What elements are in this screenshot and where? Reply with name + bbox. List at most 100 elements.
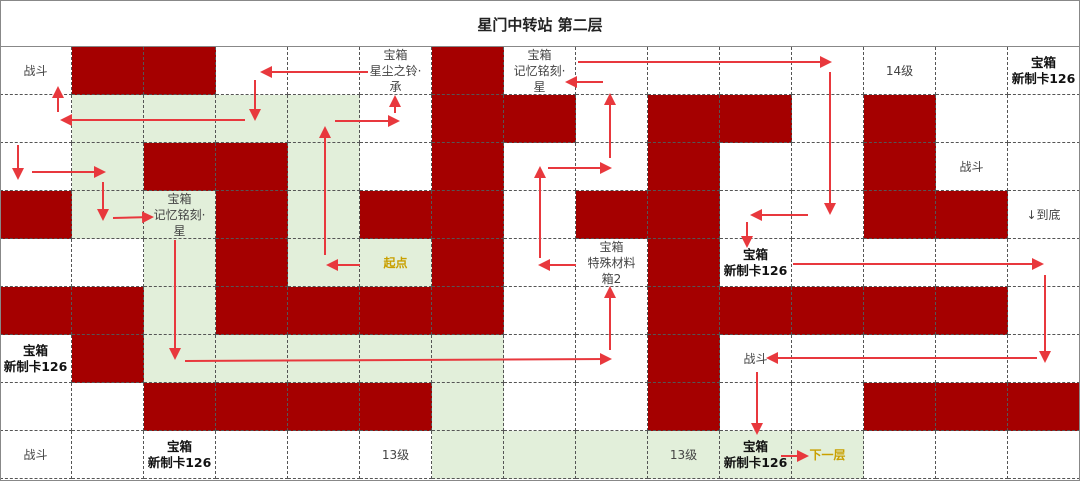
empty-cell bbox=[1008, 143, 1080, 191]
path-cell bbox=[72, 143, 144, 191]
path-cell bbox=[216, 335, 288, 383]
wall-cell bbox=[360, 191, 432, 239]
empty-cell bbox=[648, 47, 720, 95]
wall-cell bbox=[72, 287, 144, 335]
empty-cell bbox=[504, 287, 576, 335]
cell-label: 宝箱 bbox=[742, 246, 768, 262]
cell-label: ↓到底 bbox=[1026, 207, 1061, 222]
wall-cell bbox=[72, 47, 144, 95]
cell-label: 星 bbox=[173, 223, 186, 238]
path-cell bbox=[432, 383, 504, 431]
labeled-cell: 宝箱新制卡126 bbox=[720, 431, 792, 479]
cell-label: 新制卡126 bbox=[723, 454, 788, 470]
wall-cell bbox=[432, 239, 504, 287]
empty-cell bbox=[72, 383, 144, 431]
wall-cell bbox=[288, 383, 360, 431]
wall-cell bbox=[648, 287, 720, 335]
empty-cell bbox=[576, 47, 648, 95]
cell-label: 宝箱 bbox=[527, 47, 552, 62]
wall-cell bbox=[360, 287, 432, 335]
empty-cell bbox=[288, 47, 360, 95]
cell-label: 箱2 bbox=[601, 271, 622, 286]
path-cell bbox=[288, 335, 360, 383]
path-cell bbox=[72, 95, 144, 143]
empty-cell bbox=[504, 191, 576, 239]
empty-cell bbox=[360, 143, 432, 191]
wall-cell bbox=[432, 287, 504, 335]
empty-cell bbox=[0, 95, 72, 143]
wall-cell bbox=[792, 287, 864, 335]
path-cell bbox=[432, 335, 504, 383]
wall-cell bbox=[648, 143, 720, 191]
labeled-cell: 起点 bbox=[360, 239, 432, 287]
wall-cell bbox=[216, 143, 288, 191]
empty-cell bbox=[792, 143, 864, 191]
empty-cell bbox=[576, 287, 648, 335]
cell-label: 14级 bbox=[885, 63, 914, 78]
wall-cell bbox=[864, 95, 936, 143]
wall-cell bbox=[1008, 383, 1080, 431]
empty-cell bbox=[792, 47, 864, 95]
path-cell bbox=[288, 143, 360, 191]
empty-cell bbox=[864, 431, 936, 479]
labeled-cell: 宝箱新制卡126 bbox=[1008, 47, 1080, 95]
cell-label: 星尘之铃· bbox=[369, 63, 422, 78]
wall-cell bbox=[432, 191, 504, 239]
wall-cell bbox=[936, 287, 1008, 335]
empty-cell bbox=[720, 383, 792, 431]
cell-label: 13级 bbox=[381, 447, 410, 462]
wall-cell bbox=[864, 191, 936, 239]
wall-cell bbox=[288, 287, 360, 335]
cell-label: 战斗 bbox=[23, 63, 48, 78]
empty-cell bbox=[1008, 239, 1080, 287]
path-cell bbox=[576, 431, 648, 479]
labeled-cell: 宝箱特殊材料箱2 bbox=[576, 239, 648, 287]
labeled-cell: 13级 bbox=[648, 431, 720, 479]
path-cell bbox=[360, 335, 432, 383]
empty-cell bbox=[0, 239, 72, 287]
labeled-cell: 宝箱记忆铭刻·星 bbox=[144, 191, 216, 239]
empty-cell bbox=[1008, 431, 1080, 479]
empty-cell bbox=[504, 239, 576, 287]
path-cell bbox=[288, 95, 360, 143]
wall-cell bbox=[720, 287, 792, 335]
wall-cell bbox=[648, 191, 720, 239]
path-cell bbox=[144, 95, 216, 143]
labeled-cell: 宝箱星尘之铃·承 bbox=[360, 47, 432, 95]
cell-label: 星 bbox=[533, 79, 546, 94]
empty-cell bbox=[792, 191, 864, 239]
cell-label: 战斗 bbox=[23, 447, 48, 462]
empty-cell bbox=[576, 95, 648, 143]
wall-cell bbox=[144, 47, 216, 95]
cell-label: 战斗 bbox=[959, 159, 984, 174]
empty-cell bbox=[936, 47, 1008, 95]
cell-label: 承 bbox=[389, 79, 402, 94]
wall-cell bbox=[360, 383, 432, 431]
empty-cell bbox=[936, 431, 1008, 479]
cell-label: 新制卡126 bbox=[1011, 70, 1076, 86]
labeled-cell: 宝箱新制卡126 bbox=[144, 431, 216, 479]
wall-cell bbox=[864, 287, 936, 335]
cell-label: 宝箱 bbox=[167, 191, 192, 206]
wall-cell bbox=[864, 383, 936, 431]
wall-cell bbox=[144, 383, 216, 431]
labeled-cell: 宝箱新制卡126 bbox=[720, 239, 792, 287]
empty-cell bbox=[72, 431, 144, 479]
wall-cell bbox=[936, 383, 1008, 431]
cell-label: 宝箱 bbox=[166, 438, 192, 454]
wall-cell bbox=[936, 191, 1008, 239]
labeled-cell: 战斗 bbox=[720, 335, 792, 383]
empty-cell bbox=[288, 431, 360, 479]
cell-label: 宝箱 bbox=[383, 47, 408, 62]
labeled-cell: ↓到底 bbox=[1008, 191, 1080, 239]
empty-cell bbox=[216, 431, 288, 479]
cell-label: 宝箱 bbox=[599, 239, 624, 254]
empty-cell bbox=[504, 335, 576, 383]
empty-cell bbox=[576, 335, 648, 383]
empty-cell bbox=[1008, 335, 1080, 383]
wall-cell bbox=[0, 191, 72, 239]
empty-cell bbox=[936, 335, 1008, 383]
path-cell bbox=[288, 191, 360, 239]
empty-cell bbox=[504, 383, 576, 431]
wall-cell bbox=[864, 143, 936, 191]
